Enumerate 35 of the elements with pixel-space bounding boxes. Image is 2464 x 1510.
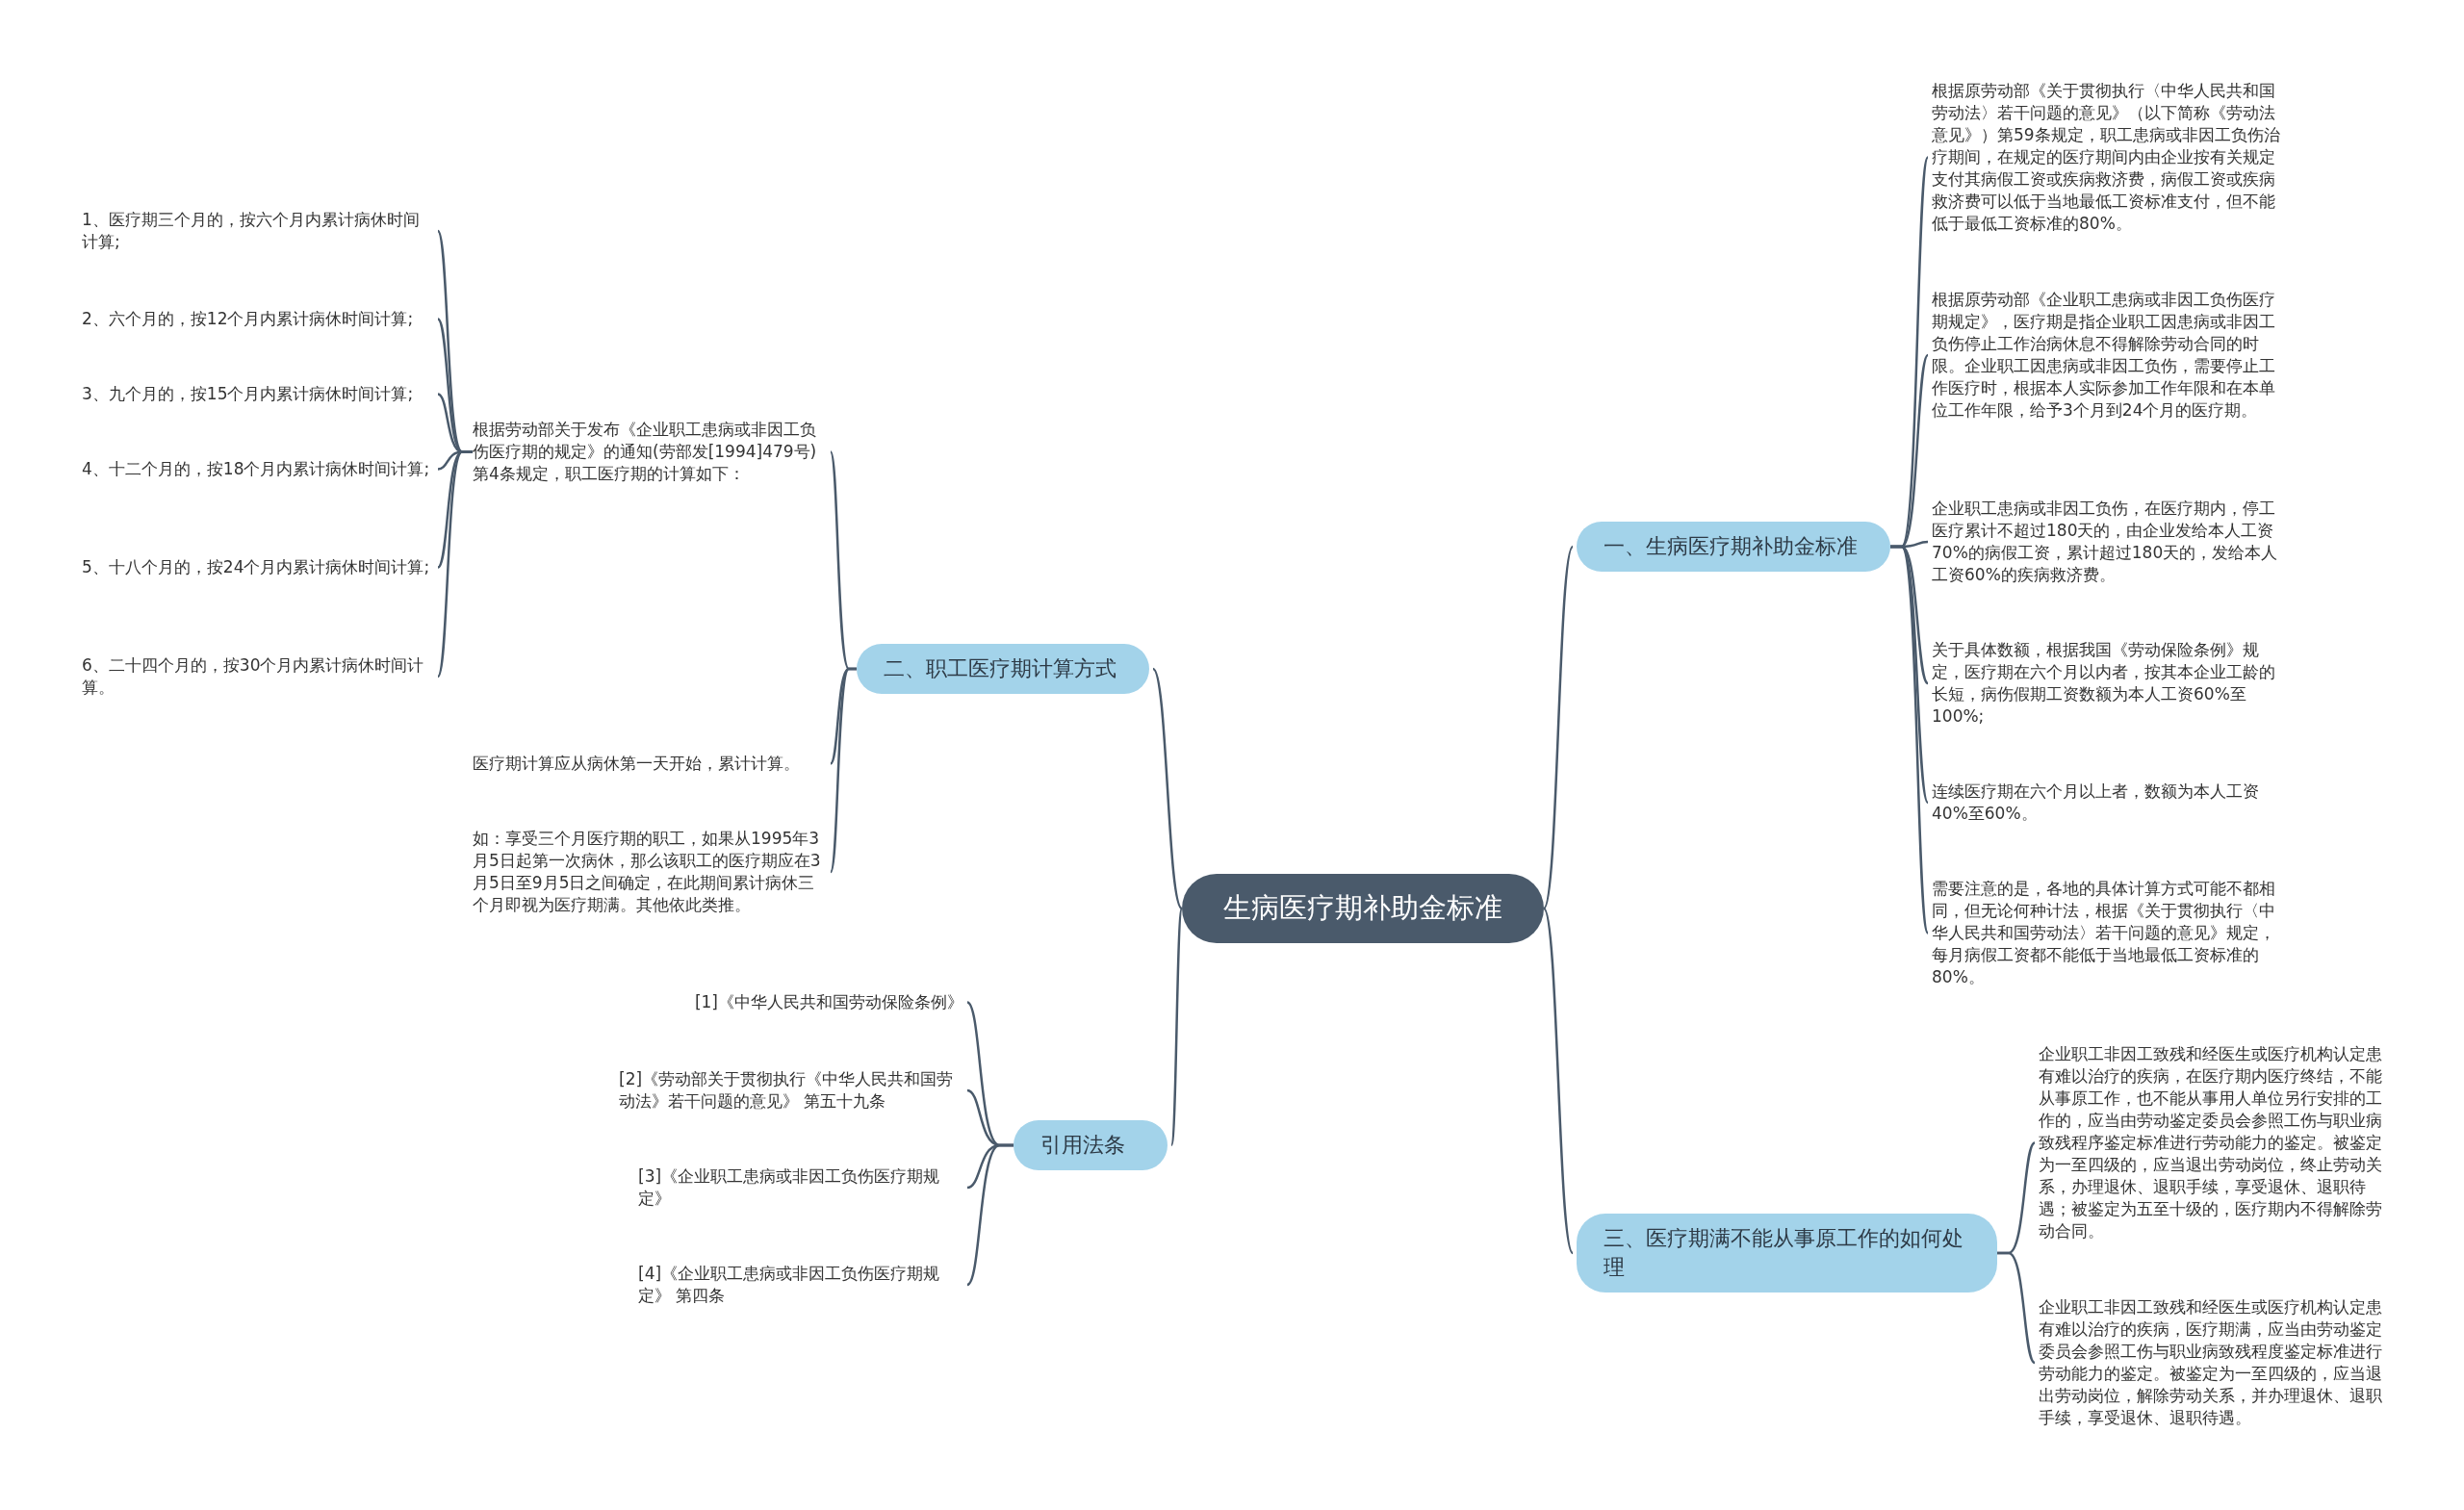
topic-text: 根据劳动部关于发布《企业职工患病或非因工负伤医疗期的规定》的通知(劳部发[1994]479号)第4条规定，职工医疗期的计算如下： xyxy=(473,419,827,485)
topic-text: 3、九个月的，按15个月内累计病休时间计算; xyxy=(82,383,434,405)
topic-text: [2]《劳动部关于贯彻执行《中华人民共和国劳动法》若干问题的意见》 第五十九条 xyxy=(619,1068,963,1113)
topic-text: [1]《中华人民共和国劳动保险条例》 xyxy=(694,991,963,1013)
topic-text: 企业职工患病或非因工负伤，在医疗期内，停工医疗累计不超过180天的，由企业发给本人工资70%的病假工资，累计超过180天的，发给本人工资60%的疾病救济费。 xyxy=(1932,498,2290,586)
topic-text: 5、十八个月的，按24个月内累计病休时间计算; xyxy=(82,556,434,578)
topic-text: 企业职工非因工致残和经医生或医疗机构认定患有难以治疗的疾病，医疗期满，应当由劳动鉴定委员会参照工伤与职业病致残程度鉴定标准进行劳动能力的鉴定。被鉴定为一至四级的，应当退出劳动岗位，解除劳动关系，并办理退休、退职手续，享受退休、退职待遇。 xyxy=(2039,1296,2397,1429)
branch-topic: 引用法条 xyxy=(1014,1120,1168,1170)
connector-line xyxy=(1542,908,1575,1254)
topic-text: 如：享受三个月医疗期的职工，如果从1995年3月5日起第一次病休，那么该职工的医疗期应在3月5日至9月5日之间确定，在此期间累计病休三个月即视为医疗期满。其他依此类推。 xyxy=(473,828,827,916)
connector-line xyxy=(1169,908,1184,1146)
branch-topic: 一、生病医疗期补助金标准 xyxy=(1577,522,1890,572)
connector-line xyxy=(1890,545,1930,934)
branch-topic: 二、职工医疗期计算方式 xyxy=(857,644,1149,694)
topic-text: 根据原劳动部《企业职工患病或非因工负伤医疗期规定》，医疗期是指企业职工因患病或非因工负伤停止工作治病休息不得解除劳动合同的时限。企业职工因患病或非因工负伤，需要停止工作医疗时，根据本人实际参加工作年限和在本单位工作年限，给予3个月到24个月的医疗期。 xyxy=(1932,289,2290,422)
topic-text: 关于具体数额，根据我国《劳动保险条例》规定，医疗期在六个月以内者，按其本企业工龄的长短，病伤假期工资数额为本人工资60%至100%; xyxy=(1932,639,2290,728)
topic-text: 4、十二个月的，按18个月内累计病休时间计算; xyxy=(82,458,434,480)
connector-line xyxy=(829,667,857,873)
topic-text: [3]《企业职工患病或非因工负伤医疗期规定》 xyxy=(638,1165,963,1210)
topic-text: 1、医疗期三个月的，按六个月内累计病休时间计算; xyxy=(82,209,434,253)
central-topic: 生病医疗期补助金标准 xyxy=(1182,874,1544,943)
topic-text: 2、六个月的，按12个月内累计病休时间计算; xyxy=(82,308,434,330)
topic-text: 根据原劳动部《关于贯彻执行〈中华人民共和国劳动法〉若干问题的意见》（以下简称《劳动法意见》）第59条规定，职工患病或非因工负伤治疗期间，在规定的医疗期间内由企业按有关规定支付其病假工资或疾病救济费，病假工资或疾病救济费可以低于当地最低工资标准支付，但不能低于最低工资标准的80%。 xyxy=(1932,80,2290,235)
topic-text: 需要注意的是，各地的具体计算方式可能不都相同，但无论何种计法，根据《关于贯彻执行〈中华人民共和国劳动法〉若干问题的意见》规定，每月病假工资都不能低于当地最低工资标准的80%。 xyxy=(1932,878,2290,988)
connector-line xyxy=(1542,546,1575,909)
topic-text: 连续医疗期在六个月以上者，数额为本人工资40%至60%。 xyxy=(1932,781,2290,825)
topic-text: [4]《企业职工患病或非因工负伤医疗期规定》 第四条 xyxy=(638,1263,963,1307)
connector-line xyxy=(1151,668,1184,909)
connector-line xyxy=(1997,1251,2036,1364)
topic-text: 企业职工非因工致残和经医生或医疗机构认定患有难以治疗的疾病，在医疗期内医疗终结，不能从事原工作，也不能从事用人单位另行安排的工作的，应当由劳动鉴定委员会参照工伤与职业病致残程序鉴定标准进行劳动能力的鉴定。被鉴定为一至四级的，应当退出劳动岗位，终止劳动关系，办理退休、退职手续，享受退休、退职待遇；被鉴定为五至十级的，医疗期内不得解除劳动合同。 xyxy=(2039,1043,2397,1242)
connector-line xyxy=(966,1143,1014,1286)
connector-line xyxy=(436,450,473,678)
topic-text: 6、二十四个月的，按30个月内累计病休时间计算。 xyxy=(82,654,434,699)
branch-topic: 三、医疗期满不能从事原工作的如何处理 xyxy=(1577,1214,1997,1292)
topic-text: 医疗期计算应从病休第一天开始，累计计算。 xyxy=(473,753,827,775)
